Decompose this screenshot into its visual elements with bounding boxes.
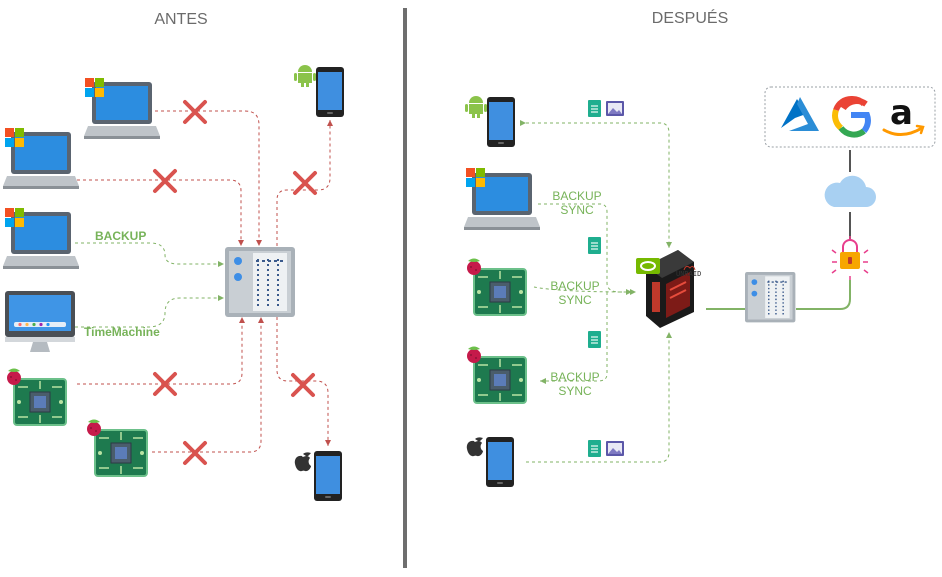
android-icon [294, 65, 316, 87]
blocked-connections [77, 110, 333, 453]
cloud-icon [824, 175, 876, 207]
sync-connections [520, 120, 672, 463]
apple-icon [466, 437, 483, 457]
raspberry-icon [467, 346, 481, 363]
raspberry-icon [87, 419, 101, 436]
backup-sync-label-3b: SYNC [558, 384, 592, 398]
blocked-x-icon [183, 100, 207, 124]
document-icon [587, 330, 602, 349]
image-icon [606, 101, 624, 116]
backup-sync-label-1: BACKUP [552, 189, 601, 203]
nas-server [744, 271, 797, 324]
iphone [466, 437, 514, 487]
timemachine-label: TimeMachine [84, 325, 160, 339]
raspberry-pi [467, 346, 527, 404]
amazon-icon: a [882, 93, 925, 136]
android-icon [465, 96, 487, 118]
document-icon [587, 236, 602, 255]
imac [5, 291, 75, 352]
raspberry-pi [7, 368, 67, 426]
raspberry-pi [467, 258, 527, 316]
blocked-x-icon [183, 441, 207, 465]
cloud-providers: a [764, 86, 936, 148]
cloud-connections [706, 280, 851, 310]
iphone [294, 451, 342, 501]
nvidia-icon [636, 258, 660, 274]
blocked-x-icon [291, 373, 315, 397]
azure-icon [781, 97, 819, 131]
blocked-x-icon [153, 169, 177, 193]
backup-sync-label-2: BACKUP [550, 279, 599, 293]
backup-sync-label-3: BACKUP [550, 370, 599, 384]
backup-sync-label-1b: SYNC [560, 203, 594, 217]
unraid-logo-icon [683, 265, 696, 271]
windows-laptop [3, 208, 79, 269]
windows-laptop [464, 168, 540, 230]
google-icon [832, 96, 871, 138]
image-icon [606, 441, 624, 456]
windows-laptop [84, 78, 160, 139]
document-icon [587, 99, 602, 118]
android-phone [465, 96, 515, 147]
apple-icon [294, 452, 311, 472]
raspberry-icon [467, 258, 481, 275]
encryption-lock-icon [831, 236, 869, 280]
document-icon [587, 439, 602, 458]
unraid-label: UNRAID [676, 270, 701, 278]
allowed-connections [75, 242, 224, 328]
android-phone [294, 65, 344, 117]
backup-sync-label-2b: SYNC [558, 293, 592, 307]
nas-server [224, 246, 296, 318]
svg-text:a: a [890, 93, 913, 133]
before-title: ANTES [154, 11, 207, 28]
backup-label: BACKUP [95, 229, 146, 243]
raspberry-icon [7, 368, 21, 385]
after-title: DESPUÉS [652, 8, 728, 27]
raspberry-pi [87, 419, 148, 477]
windows-laptop [3, 128, 79, 189]
